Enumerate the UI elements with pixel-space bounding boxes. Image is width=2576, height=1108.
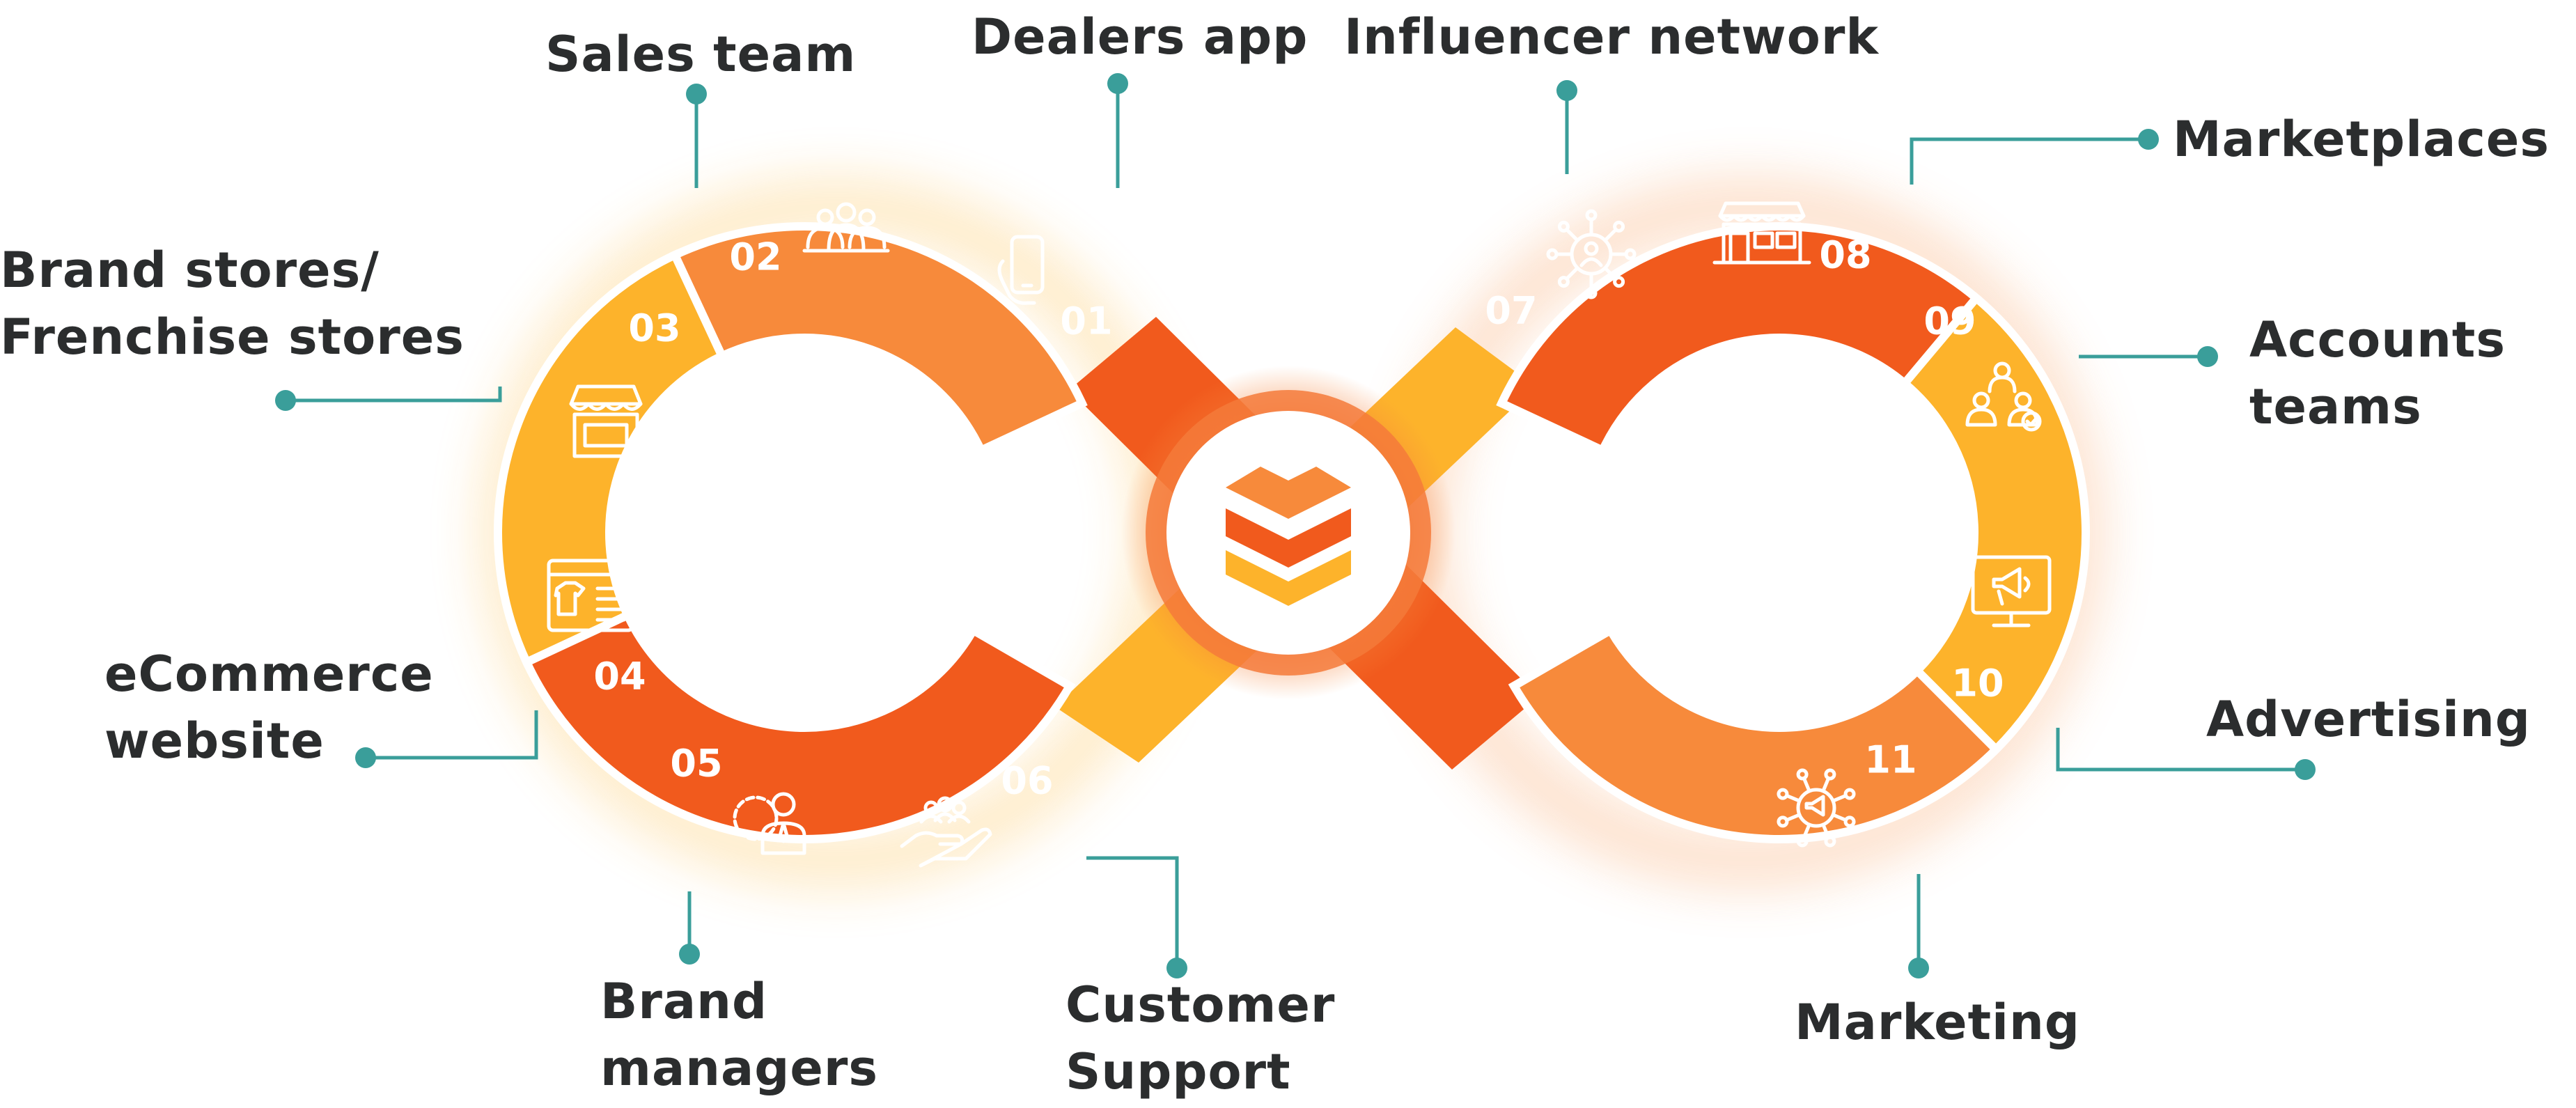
connector-sales-team bbox=[686, 84, 707, 188]
connector-ecommerce-website bbox=[355, 710, 538, 768]
segment-number: 06 bbox=[1001, 759, 1053, 803]
segment-05-06 bbox=[521, 609, 1076, 843]
right-loop bbox=[1496, 221, 2091, 843]
label-sales-team: Sales team bbox=[545, 26, 857, 83]
hand-support-people-icon bbox=[900, 796, 992, 868]
segment-number: 05 bbox=[670, 742, 722, 786]
marketplace-shops-icon bbox=[1712, 201, 1811, 265]
label-dealers-app: Dealers app bbox=[971, 8, 1309, 65]
segment-number: 11 bbox=[1864, 738, 1917, 782]
segment-content: 01 02 03 04 05 06 07 08 09 10 11 bbox=[547, 201, 2052, 868]
segment-10: 10 bbox=[1951, 555, 2052, 705]
segment-01: 01 bbox=[997, 235, 1113, 343]
connector-brand-stores bbox=[275, 387, 502, 411]
segment-number: 01 bbox=[1060, 299, 1112, 343]
label-brand-managers: Brand managers bbox=[600, 973, 879, 1097]
segment-02: 02 bbox=[729, 202, 890, 279]
segment-03-04 bbox=[494, 249, 728, 668]
segment-number: 03 bbox=[628, 306, 680, 350]
segment-05: 05 bbox=[670, 742, 806, 855]
segment-06: 06 bbox=[900, 759, 1054, 868]
ecommerce-browser-shirt-icon bbox=[547, 559, 634, 632]
segment-number: 09 bbox=[1923, 299, 1976, 343]
connector-brand-managers bbox=[679, 891, 700, 965]
label-marketplaces: Marketplaces bbox=[2173, 111, 2550, 168]
label-influencer-network: Influencer network bbox=[1344, 8, 1879, 65]
label-ecommerce-website: eCommerce website bbox=[104, 646, 434, 770]
connector-marketplaces bbox=[1910, 129, 2159, 185]
connector-accounts-teams bbox=[2079, 346, 2218, 367]
connector-dealers-app bbox=[1107, 73, 1128, 188]
connector-marketing bbox=[1908, 874, 1929, 978]
segment-03: 03 bbox=[569, 306, 681, 458]
connector-advertising bbox=[2056, 728, 2316, 780]
label-marketing: Marketing bbox=[1795, 994, 2080, 1051]
segment-number: 02 bbox=[729, 235, 781, 279]
connectors bbox=[275, 73, 2316, 978]
segment-number: 04 bbox=[593, 655, 646, 699]
label-advertising: Advertising bbox=[2206, 691, 2531, 748]
manager-gear-icon bbox=[733, 792, 806, 855]
segment-04: 04 bbox=[547, 559, 646, 699]
storefront-icon bbox=[569, 384, 643, 458]
left-loop bbox=[494, 222, 1088, 843]
segment-09: 09 bbox=[1923, 299, 2042, 432]
segment-09-10 bbox=[1898, 292, 2091, 756]
segment-07: 07 bbox=[1485, 209, 1637, 333]
connector-customer-support bbox=[1086, 856, 1187, 978]
segment-01-02 bbox=[669, 222, 1088, 456]
label-accounts-teams: Accounts teams bbox=[2249, 311, 2506, 435]
segment-number: 07 bbox=[1485, 289, 1537, 333]
segment-number: 10 bbox=[1951, 662, 2004, 705]
label-brand-stores: Brand stores/ Frenchise stores bbox=[0, 242, 465, 366]
team-group-icon bbox=[802, 202, 890, 253]
label-customer-support: Customer Support bbox=[1065, 976, 1336, 1100]
segment-11 bbox=[1508, 624, 2002, 843]
monitor-megaphone-icon bbox=[1971, 555, 2052, 627]
stacked-layers-logo-icon bbox=[1226, 467, 1351, 606]
accounts-team-check-icon bbox=[1965, 361, 2042, 432]
influencer-network-icon bbox=[1546, 209, 1637, 299]
segment-11: 11 bbox=[1777, 738, 1917, 848]
connector-influencer-network bbox=[1556, 80, 1577, 174]
smartphone-tap-icon bbox=[997, 235, 1045, 305]
segment-number: 08 bbox=[1819, 233, 1871, 277]
megaphone-network-icon bbox=[1777, 768, 1856, 848]
hub-disc bbox=[1166, 411, 1410, 655]
segment-08: 08 bbox=[1712, 201, 1872, 277]
segment-07-08 bbox=[1496, 221, 1983, 456]
